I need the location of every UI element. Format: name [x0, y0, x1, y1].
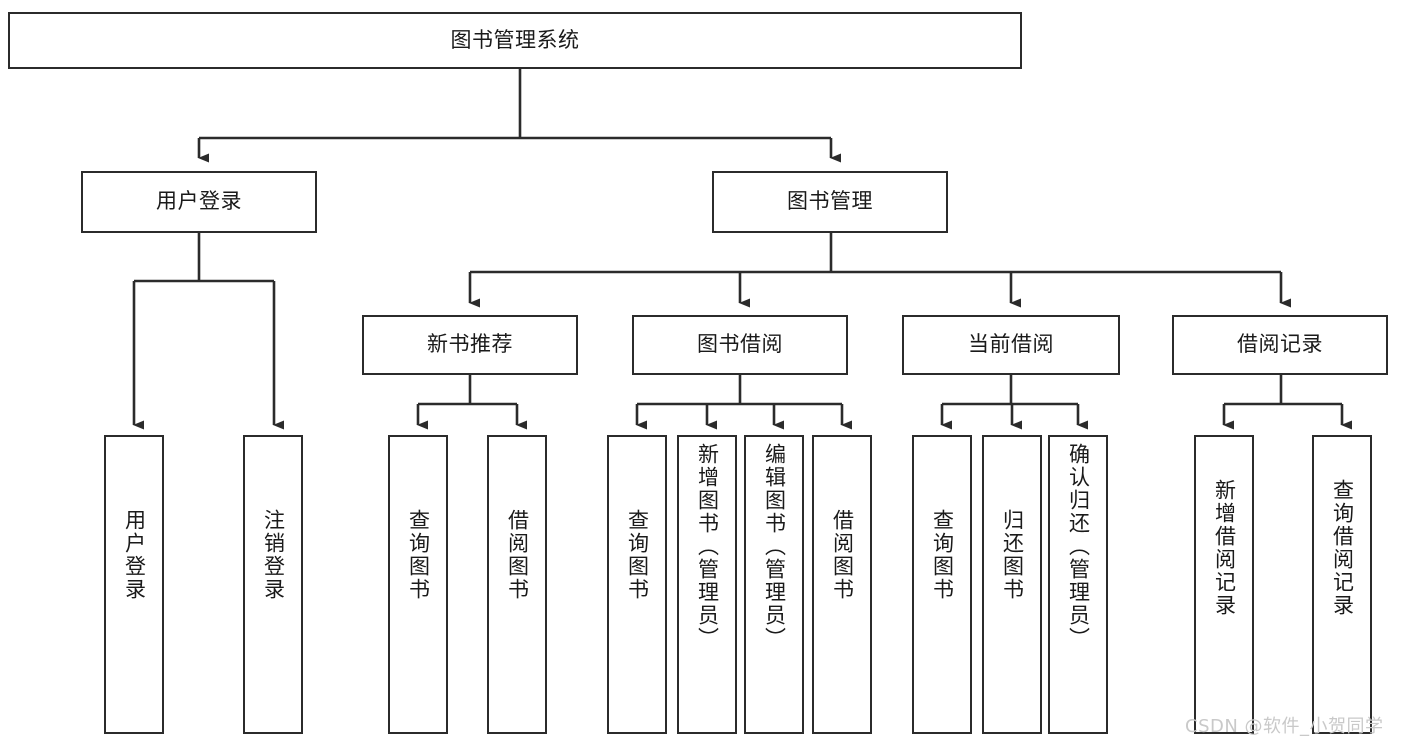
leaf-query-book-borrow[interactable]: 查询图书	[607, 435, 667, 734]
watermark: CSDN @软件_小贺同学	[1185, 716, 1384, 737]
node-label: 图书借阅	[697, 332, 783, 357]
node-label: 归还图书	[1000, 509, 1025, 601]
node-current-borrowing[interactable]: 当前借阅	[902, 315, 1120, 375]
node-label: 新增图书（管理员）	[695, 443, 720, 650]
leaf-user-login[interactable]: 用户登录	[104, 435, 164, 734]
leaf-borrow-book-recommend[interactable]: 借阅图书	[487, 435, 547, 734]
node-label: 确认归还（管理员）	[1066, 443, 1091, 650]
node-book-management-system[interactable]: 图书管理系统	[8, 12, 1022, 69]
node-label: 查询借阅记录	[1330, 479, 1355, 617]
node-label: 借阅记录	[1237, 332, 1323, 357]
node-label: 新增借阅记录	[1212, 479, 1237, 617]
node-label: 借阅图书	[830, 509, 855, 601]
node-label: 新书推荐	[427, 332, 513, 357]
node-new-book-recommendation[interactable]: 新书推荐	[362, 315, 578, 375]
node-label: 图书管理	[787, 189, 873, 214]
leaf-query-book-current[interactable]: 查询图书	[912, 435, 972, 734]
leaf-confirm-return-admin[interactable]: 确认归还（管理员）	[1048, 435, 1108, 734]
node-label: 图书管理系统	[450, 27, 580, 52]
node-label: 编辑图书（管理员）	[762, 443, 787, 650]
node-borrowing-record[interactable]: 借阅记录	[1172, 315, 1388, 375]
leaf-query-book-recommend[interactable]: 查询图书	[388, 435, 448, 734]
leaf-return-book[interactable]: 归还图书	[982, 435, 1042, 734]
node-label: 借阅图书	[505, 509, 530, 601]
leaf-query-borrow-record[interactable]: 查询借阅记录	[1312, 435, 1372, 734]
leaf-edit-book-admin[interactable]: 编辑图书（管理员）	[744, 435, 804, 734]
node-label: 当前借阅	[968, 332, 1054, 357]
node-book-borrowing[interactable]: 图书借阅	[632, 315, 848, 375]
leaf-add-book-admin[interactable]: 新增图书（管理员）	[677, 435, 737, 734]
leaf-borrow-book[interactable]: 借阅图书	[812, 435, 872, 734]
node-label: 注销登录	[261, 509, 286, 601]
leaf-add-borrow-record[interactable]: 新增借阅记录	[1194, 435, 1254, 734]
node-label: 查询图书	[406, 509, 431, 601]
leaf-logout[interactable]: 注销登录	[243, 435, 303, 734]
node-label: 查询图书	[930, 509, 955, 601]
node-label: 用户登录	[156, 189, 242, 214]
node-label: 用户登录	[122, 509, 147, 601]
node-user-login[interactable]: 用户登录	[81, 171, 317, 233]
node-book-management[interactable]: 图书管理	[712, 171, 948, 233]
node-label: 查询图书	[625, 509, 650, 601]
